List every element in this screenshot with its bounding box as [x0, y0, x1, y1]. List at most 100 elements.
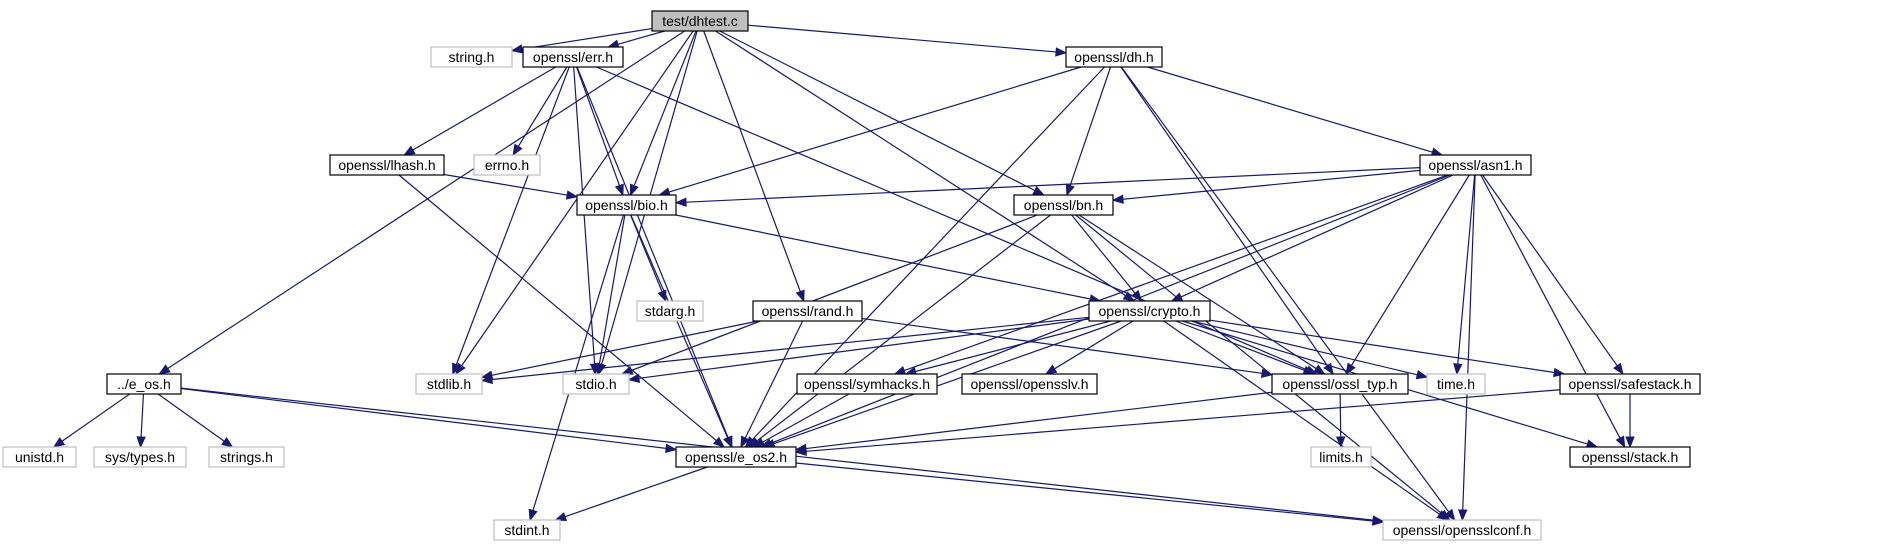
node-label-symhacks: openssl/symhacks.h: [804, 376, 930, 392]
edge-crypto-to-stdlib: [491, 316, 1090, 381]
edge-asn1-to-symhacks: [903, 174, 1448, 372]
edge-crypto-to-symhacks: [915, 320, 1111, 373]
edge-arrowhead-eos-to-e_os2: [664, 443, 678, 454]
edge-arrowhead-dh-to-opensslconf: [1444, 508, 1456, 522]
node-label-opensslv: openssl/opensslv.h: [970, 376, 1088, 392]
node-lhash[interactable]: openssl/lhash.h: [329, 154, 445, 176]
edge-arrowhead-crypto-to-stdlib: [480, 374, 493, 385]
node-stack[interactable]: openssl/stack.h: [1569, 446, 1691, 468]
node-label-lhash: openssl/lhash.h: [338, 157, 435, 173]
node-box-safestack: [1559, 373, 1701, 395]
node-box-bio: [576, 194, 677, 216]
node-opensslv[interactable]: openssl/opensslv.h: [961, 373, 1098, 395]
edge-lhash-to-bio: [443, 173, 568, 196]
node-err[interactable]: openssl/err.h: [522, 46, 624, 68]
edge-crypto-to-opensslconf: [1163, 320, 1440, 515]
node-safestack[interactable]: openssl/safestack.h: [1559, 373, 1701, 395]
node-bn[interactable]: openssl/bn.h: [1013, 194, 1114, 216]
node-eos[interactable]: ../e_os.h: [106, 373, 182, 395]
node-dh[interactable]: openssl/dh.h: [1065, 46, 1163, 68]
node-label-stdint: stdint.h: [504, 522, 549, 538]
edge-e_os2-to-opensslconf: [795, 462, 1374, 522]
edge-err-to-lhash: [412, 66, 557, 151]
edge-arrowhead-err-to-errno: [512, 143, 523, 157]
node-label-stdlib: stdlib.h: [427, 376, 471, 392]
edge-asn1-to-crypto: [1180, 174, 1454, 298]
node-box-err: [522, 46, 624, 68]
node-dhtest[interactable]: test/dhtest.c: [651, 10, 749, 32]
edge-eos-to-e_os2: [180, 387, 667, 449]
node-label-opensslconf: openssl/opensslconf.h: [1393, 522, 1532, 538]
edge-bio-to-e_os2: [630, 214, 729, 439]
node-bio[interactable]: openssl/bio.h: [576, 194, 677, 216]
node-box-asn1: [1419, 154, 1532, 176]
edge-arrowhead-bn-to-crypto: [1131, 289, 1143, 303]
edge-dhtest-to-eos: [167, 30, 686, 370]
edge-err-to-e_os2: [576, 66, 729, 438]
node-e_os2[interactable]: openssl/e_os2.h: [675, 446, 797, 468]
edge-arrowhead-safestack-to-stack: [1625, 436, 1635, 449]
node-box-stack: [1569, 446, 1691, 468]
edge-arrowhead-dh-to-bn: [1065, 183, 1075, 197]
node-stdio: stdio.h: [562, 373, 630, 395]
node-ossl_typ[interactable]: openssl/ossl_typ.h: [1271, 373, 1409, 395]
node-label-e_os2: openssl/e_os2.h: [685, 449, 787, 465]
node-unistd: unistd.h: [2, 446, 77, 468]
node-box-rand: [752, 300, 863, 322]
node-box-limits: [1310, 446, 1372, 468]
edge-bn-to-ossl_typ: [1078, 214, 1317, 370]
node-box-ossl_typ: [1271, 373, 1409, 395]
edge-dh-to-ossl_typ: [1120, 66, 1328, 367]
edge-arrowhead-lhash-to-e_os2: [712, 436, 726, 448]
node-box-stdio: [562, 373, 630, 395]
node-label-bn: openssl/bn.h: [1024, 197, 1103, 213]
edge-dh-to-asn1: [1147, 66, 1433, 153]
edge-arrowhead-asn1-to-symhacks: [893, 365, 907, 375]
edge-dhtest-to-err: [617, 30, 665, 45]
node-box-crypto: [1088, 300, 1211, 322]
node-box-symhacks: [796, 373, 938, 395]
edge-asn1-to-safestack: [1482, 174, 1618, 367]
node-crypto[interactable]: openssl/crypto.h: [1088, 300, 1211, 322]
node-asn1[interactable]: openssl/asn1.h: [1419, 154, 1532, 176]
edge-err-to-ossl_typ: [596, 66, 1308, 371]
edge-arrowhead-asn1-to-bn: [1111, 194, 1124, 204]
edge-err-to-errno: [517, 66, 568, 147]
edge-bio-to-crypto: [675, 214, 1091, 300]
node-rand[interactable]: openssl/rand.h: [752, 300, 863, 322]
edge-arrowhead-dhtest-to-eos: [158, 364, 171, 375]
node-box-opensslv: [961, 373, 1098, 395]
edge-crypto-to-stdio: [638, 318, 1090, 379]
edge-arrowhead-lhash-to-bio: [565, 190, 579, 200]
edge-arrowhead-asn1-to-safestack: [1613, 362, 1624, 376]
node-label-err: openssl/err.h: [533, 49, 613, 65]
edge-dh-to-opensslconf: [1120, 66, 1450, 513]
edge-arrowhead-dhtest-to-crypto: [1122, 291, 1136, 302]
edge-bn-to-opensslconf: [1075, 214, 1443, 515]
node-symhacks[interactable]: openssl/symhacks.h: [796, 373, 938, 395]
edge-arrowhead-crypto-to-time: [1415, 370, 1429, 380]
edge-asn1-to-bn: [1122, 169, 1421, 200]
node-systypes: sys/types.h: [93, 446, 187, 468]
node-stdlib: stdlib.h: [415, 373, 483, 395]
edge-asn1-to-ossl_typ: [1350, 174, 1470, 366]
edge-crypto-to-ossl_typ: [1175, 320, 1305, 371]
node-opensslconf: openssl/opensslconf.h: [1382, 519, 1542, 541]
edge-dh-to-bio: [668, 66, 1082, 193]
edge-dhtest-to-string: [521, 27, 653, 50]
node-box-stdarg: [636, 300, 704, 322]
edge-ossl_typ-to-limits: [1339, 393, 1342, 438]
node-label-systypes: sys/types.h: [105, 449, 175, 465]
node-box-unistd: [2, 446, 77, 468]
node-box-opensslconf: [1382, 519, 1542, 541]
node-limits: limits.h: [1310, 446, 1372, 468]
edge-eos-to-systypes: [140, 393, 145, 438]
node-box-stdint: [493, 519, 561, 541]
edge-arrowhead-crypto-to-opensslconf: [1436, 510, 1449, 521]
node-label-dhtest: test/dhtest.c: [662, 13, 737, 29]
node-label-ossl_typ: openssl/ossl_typ.h: [1282, 376, 1397, 392]
node-label-stdio: stdio.h: [575, 376, 616, 392]
edge-arrowhead-asn1-to-opensslconf: [1458, 509, 1468, 522]
edge-asn1-to-opensslconf: [1462, 174, 1476, 511]
edge-crypto-to-safestack: [1209, 319, 1555, 374]
